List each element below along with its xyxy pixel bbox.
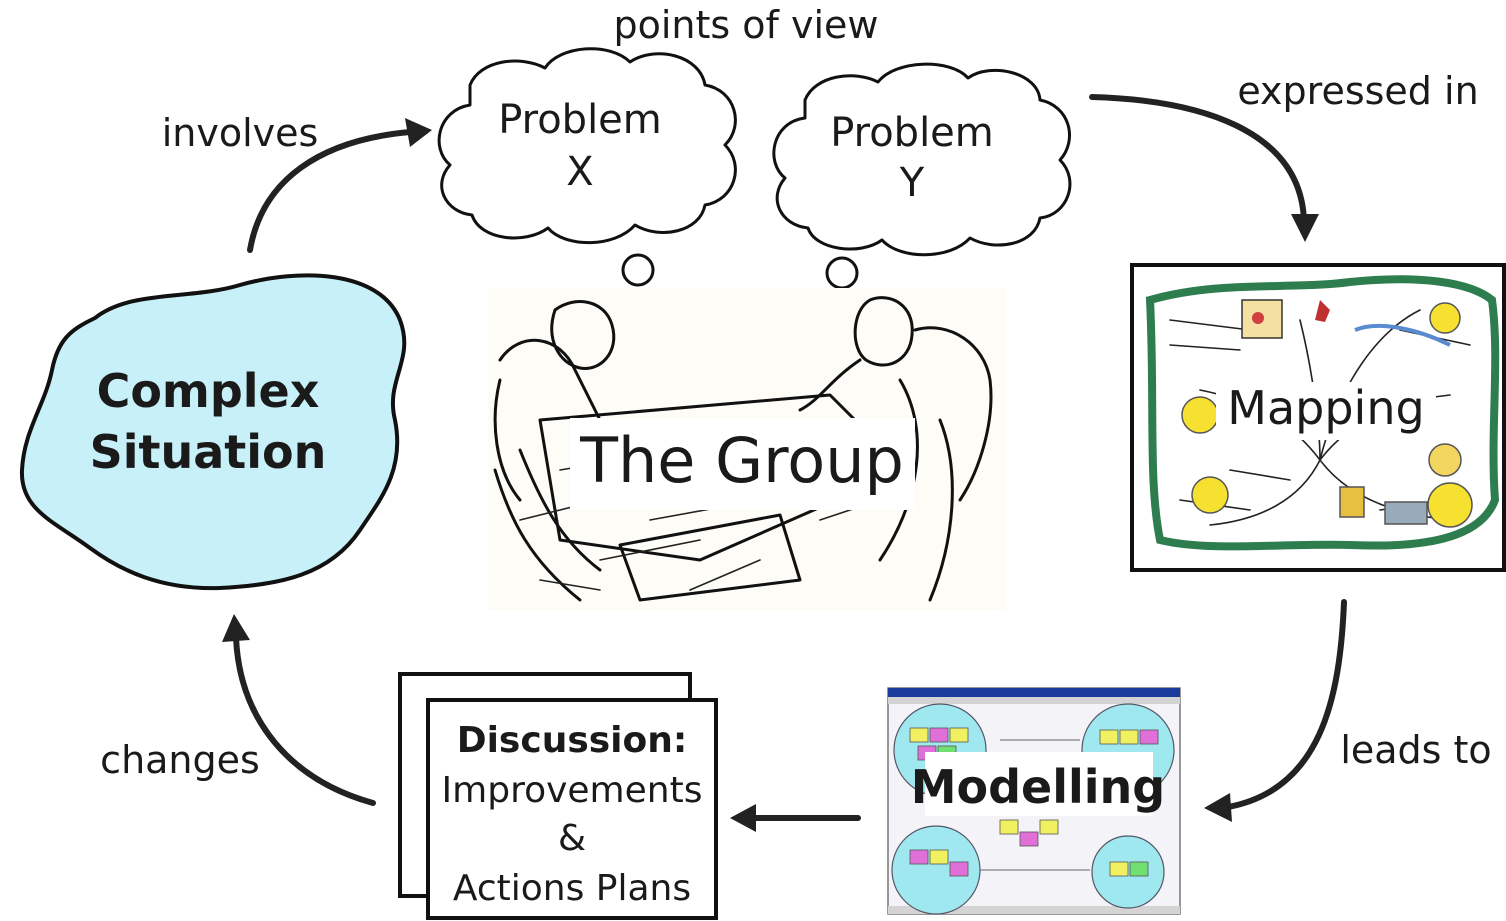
blob-icon — [19, 273, 407, 591]
stacked-pages-icon — [398, 672, 718, 920]
modelling-node: Modelling — [887, 687, 1181, 915]
complex-situation-node: Complex Situation — [19, 273, 407, 591]
label-involves: involves — [162, 111, 319, 155]
modelling-label: Modelling — [911, 760, 1165, 814]
discussion-line3: Actions Plans — [453, 868, 691, 909]
cloud-icon — [437, 47, 737, 245]
cloud-problem-x: Problem X — [437, 47, 737, 245]
label-changes: changes — [100, 738, 260, 782]
arrow-icon — [233, 635, 376, 806]
problem-x-line1: Problem — [498, 97, 662, 143]
arrow-involves — [247, 118, 432, 253]
arrow-icon — [247, 129, 413, 253]
complex-situation-line2: Situation — [90, 425, 327, 479]
problem-y-line2: Y — [899, 160, 925, 206]
cloud-icon — [772, 62, 1072, 257]
complex-situation-line1: Complex — [97, 364, 320, 418]
people-sketch-icon — [493, 296, 993, 602]
arrow-icon — [1089, 94, 1307, 223]
arrow-changes — [222, 614, 376, 806]
cloud-problem-y: Problem Y — [772, 62, 1072, 257]
label-points-of-view: points of view — [614, 3, 879, 47]
mapping-label: Mapping — [1227, 381, 1424, 435]
discussion-node: Discussion: Improvements & Actions Plans — [398, 672, 718, 920]
label-leads-to: leads to — [1340, 728, 1491, 772]
problem-y-line1: Problem — [830, 110, 994, 156]
mapping-node: Mapping — [1130, 263, 1506, 572]
label-expressed-in: expressed in — [1237, 69, 1478, 113]
discussion-line2: & — [558, 818, 586, 859]
mind-map-icon — [1145, 275, 1500, 551]
discussion-line1: Improvements — [442, 770, 703, 811]
arrow-to-discussion — [730, 804, 861, 832]
problem-x-line2: X — [566, 149, 593, 195]
group-label: The Group — [579, 424, 904, 497]
arrow-leads-to — [1204, 599, 1347, 822]
discussion-title: Discussion: — [457, 720, 688, 761]
arrow-icon — [1225, 599, 1347, 810]
arrow-expressed-in — [1089, 94, 1319, 242]
group-sketch: The Group — [488, 288, 1006, 610]
